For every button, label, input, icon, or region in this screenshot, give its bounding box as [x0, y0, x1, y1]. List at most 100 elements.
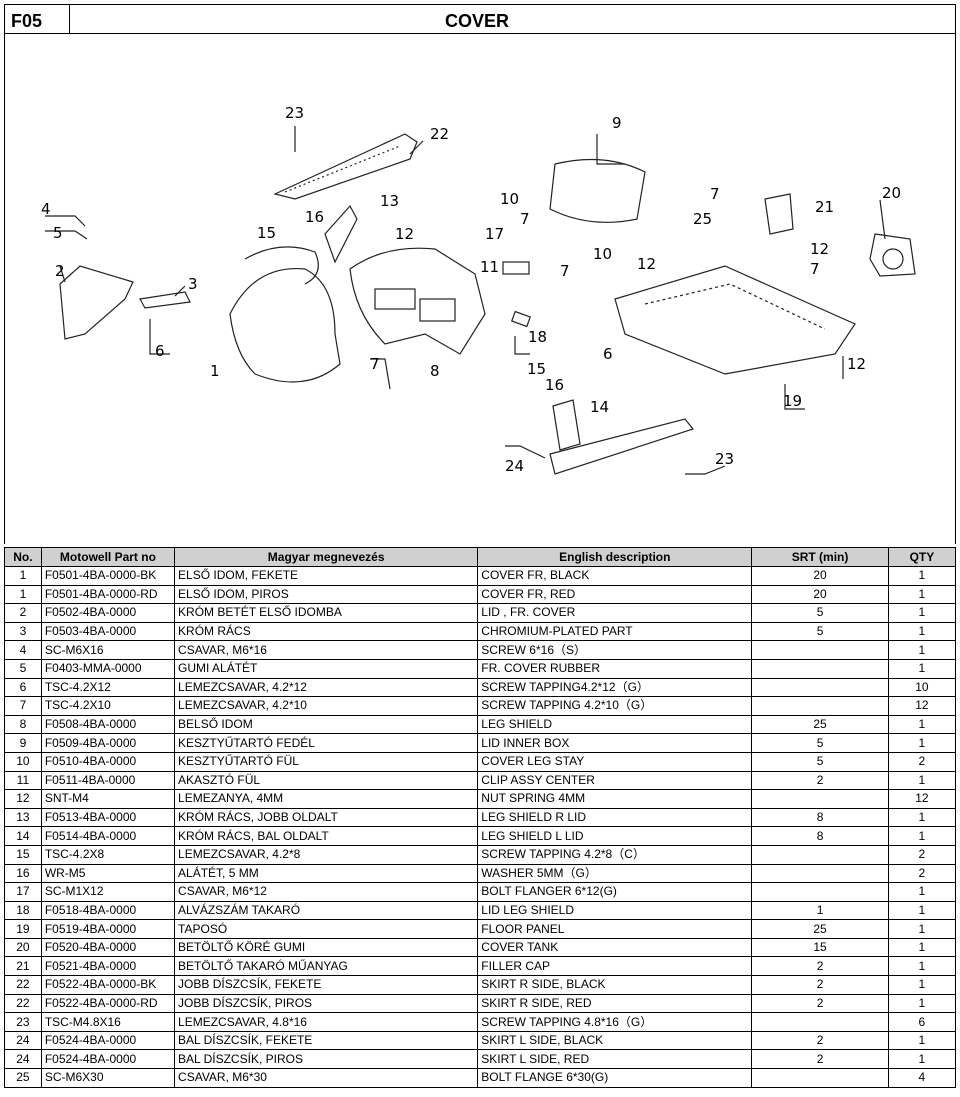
cell-part-no: F0524-4BA-0000: [40, 1049, 176, 1070]
cell-english: SKIRT L SIDE, RED: [477, 1049, 753, 1070]
cell-english: LEG SHIELD: [477, 714, 753, 735]
cell-no: 7: [4, 696, 42, 716]
cell-srt: [751, 789, 889, 809]
cell-hungarian: KRÓM RÁCS: [174, 621, 479, 642]
cell-part-no: F0501-4BA-0000-RD: [40, 584, 176, 605]
callout-7-d: 7: [560, 262, 570, 280]
cell-srt: 2: [751, 975, 889, 995]
callout-15-b: 15: [527, 360, 546, 378]
cell-no: 21: [4, 956, 42, 977]
callout-7-e: 7: [370, 355, 380, 373]
cell-srt: [751, 1012, 889, 1032]
cell-no: 15: [4, 844, 42, 865]
cell-part-no: F0510-4BA-0000: [40, 751, 176, 772]
callout-12-d: 12: [847, 355, 866, 373]
cell-no: 12: [4, 789, 42, 809]
cell-qty: 1: [887, 621, 957, 642]
callout-10-a: 10: [500, 190, 519, 208]
callout-7-c: 7: [520, 210, 530, 228]
cell-english: FR. COVER RUBBER: [477, 658, 753, 679]
callout-25: 25: [693, 210, 712, 228]
cell-part-no: F0524-4BA-0000: [40, 1030, 176, 1051]
cell-english: CHROMIUM-PLATED PART: [477, 621, 753, 642]
cell-hungarian: CSAVAR, M6*16: [174, 640, 479, 660]
cell-no: 24: [4, 1049, 42, 1070]
cell-no: 16: [4, 863, 42, 884]
cell-hungarian: LEMEZCSAVAR, 4.2*8: [174, 844, 479, 865]
cell-no: 11: [4, 770, 42, 791]
col-header-qty: QTY: [887, 547, 957, 567]
cell-srt: [751, 640, 889, 660]
cell-english: LEG SHIELD R LID: [477, 807, 753, 828]
cell-srt: 15: [751, 937, 889, 958]
col-header-no: No.: [4, 547, 42, 567]
callout-24: 24: [505, 457, 524, 475]
clip-center-part: [502, 261, 530, 275]
cell-part-no: F0522-4BA-0000-BK: [40, 975, 176, 995]
cell-qty: 1: [887, 584, 957, 605]
cell-qty: 1: [887, 733, 957, 753]
cell-qty: 1: [887, 882, 957, 902]
cell-hungarian: ELSŐ IDOM, FEKETE: [174, 566, 479, 586]
cell-no: 2: [4, 603, 42, 623]
callout-8: 8: [430, 362, 440, 380]
callout-6-b: 6: [603, 345, 613, 363]
cell-qty: 1: [887, 658, 957, 679]
cell-no: 18: [4, 900, 42, 921]
cell-part-no: SC-M6X30: [40, 1068, 176, 1088]
cell-part-no: F0514-4BA-0000: [40, 826, 176, 846]
callout-13: 13: [380, 192, 399, 210]
page-title: COVER: [445, 11, 510, 31]
cell-qty: 1: [887, 807, 957, 828]
cell-hungarian: ELSŐ IDOM, PIROS: [174, 584, 479, 605]
cell-part-no: TSC-4.2X8: [40, 844, 176, 865]
cell-srt: [751, 1068, 889, 1088]
cell-srt: 20: [751, 584, 889, 605]
cell-qty: 1: [887, 603, 957, 623]
cell-hungarian: JOBB DÍSZCSÍK, FEKETE: [174, 975, 479, 995]
cell-english: SCREW 6*16（S）: [477, 640, 753, 660]
exploded-diagram: 23 22 9 20 7 21 25 12 7 10 7 17 10 12 11…: [4, 34, 956, 544]
cell-hungarian: LEMEZCSAVAR, 4.2*12: [174, 677, 479, 698]
callout-12-c: 12: [395, 225, 414, 243]
cell-no: 9: [4, 733, 42, 753]
cell-no: 14: [4, 826, 42, 846]
cell-hungarian: AKASZTÓ FÜL: [174, 770, 479, 791]
front-cover-part: [229, 267, 341, 383]
cell-srt: 25: [751, 919, 889, 939]
table-header-row: No. Motowell Part no Magyar megnevezés E…: [4, 547, 957, 567]
cell-qty: 1: [887, 975, 957, 995]
cell-part-no: F0522-4BA-0000-RD: [40, 993, 176, 1014]
callout-18: 18: [528, 328, 547, 346]
cell-no: 17: [4, 882, 42, 902]
cell-part-no: SNT-M4: [40, 789, 176, 809]
lid-inner-box-part: [549, 158, 646, 223]
cell-english: SKIRT L SIDE, BLACK: [477, 1030, 753, 1051]
callout-7-b: 7: [810, 260, 820, 278]
cell-qty: 1: [887, 1030, 957, 1051]
cell-no: 4: [4, 640, 42, 660]
callout-22: 22: [430, 125, 449, 143]
cell-srt: 2: [751, 993, 889, 1014]
lid-leg-shield-part: [511, 310, 531, 328]
cell-english: COVER TANK: [477, 937, 753, 958]
cell-hungarian: GUMI ALÁTÉT: [174, 658, 479, 679]
callout-19: 19: [783, 392, 802, 410]
cell-srt: 25: [751, 714, 889, 735]
skirt-l-part: [549, 418, 695, 475]
cell-part-no: SC-M6X16: [40, 640, 176, 660]
cell-srt: [751, 882, 889, 902]
